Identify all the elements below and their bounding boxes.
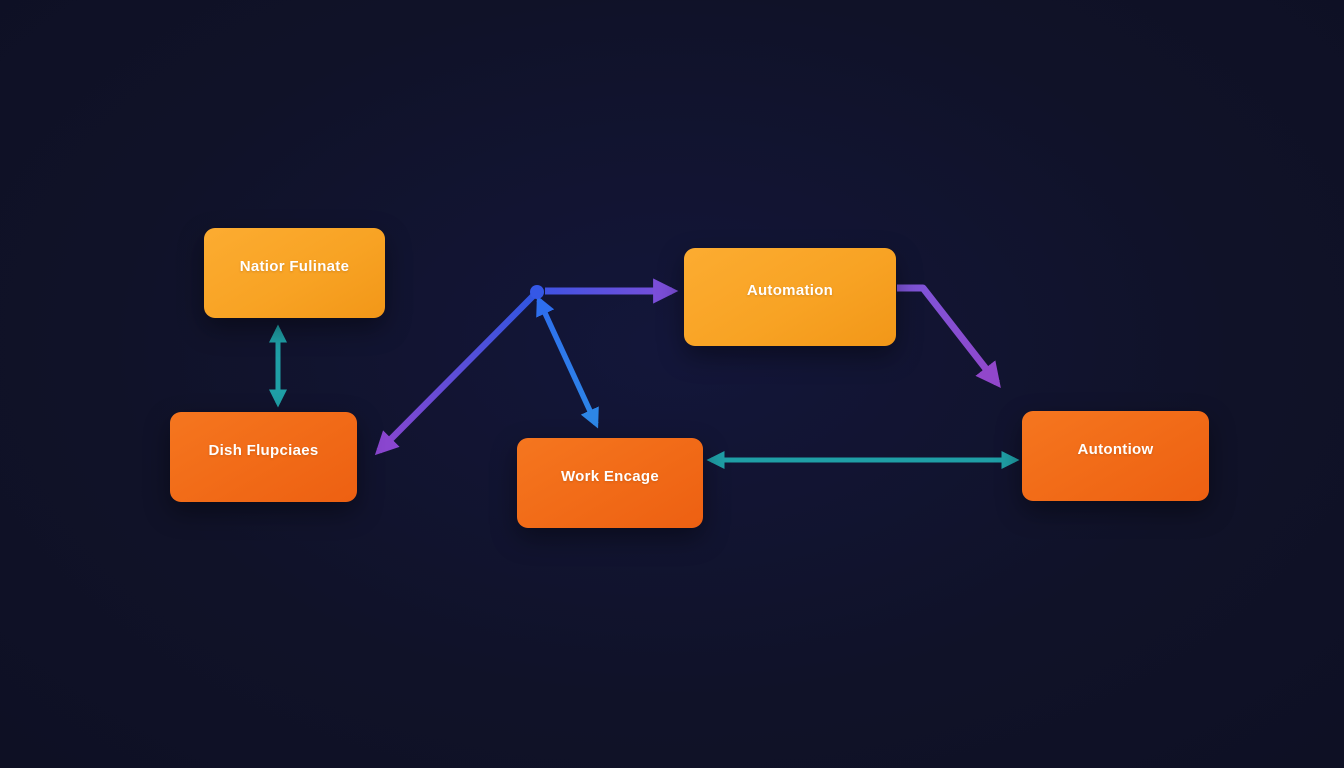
node-label-autontiow: Autontiow (1077, 440, 1154, 458)
node-label-natior-fulinate: Natior Fulinate (239, 257, 350, 275)
edge-junction-work (536, 295, 599, 429)
node-work-encage: Work Encage (517, 438, 703, 528)
node-autontiow: Autontiow (1022, 411, 1209, 501)
edge-junction-dish (374, 289, 540, 456)
node-label-work-encage: Work Encage (560, 467, 660, 485)
node-label-dish-flupciaes: Dish Flupciaes (208, 441, 319, 459)
node-dish-flupciaes: Dish Flupciaes (170, 412, 357, 502)
edge-junction-dot (530, 285, 544, 299)
node-automation: Automation (684, 248, 896, 346)
edge-automation-autontiow (897, 284, 1001, 388)
node-natior-fulinate: Natior Fulinate (204, 228, 385, 318)
node-label-automation: Automation (746, 281, 834, 299)
